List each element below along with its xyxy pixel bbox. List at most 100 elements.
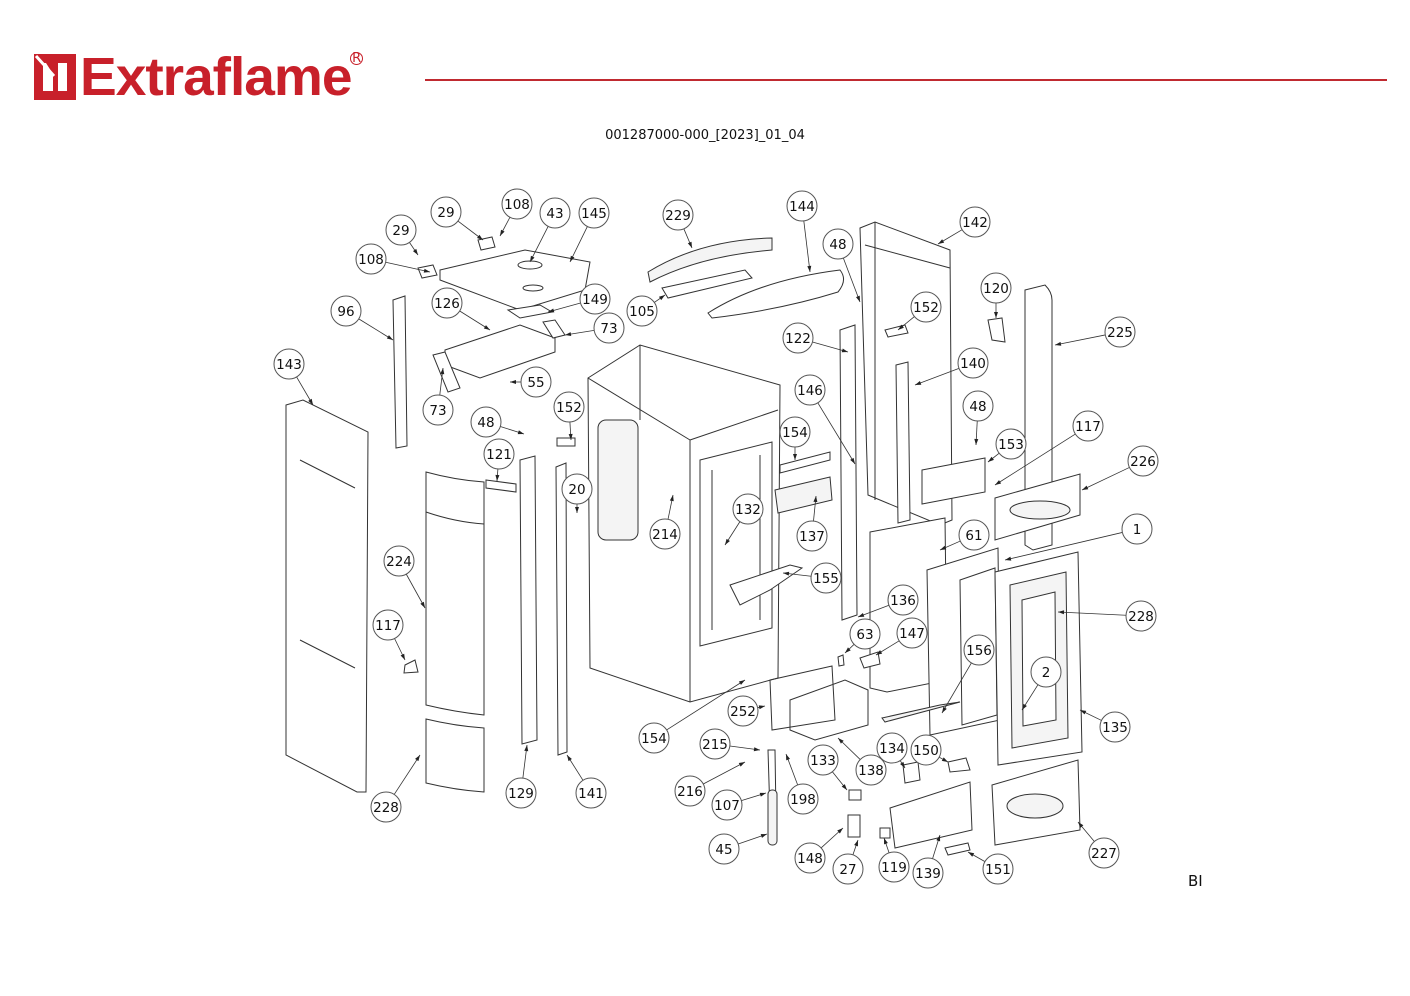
- arrowhead-icon: [968, 852, 975, 857]
- callout-135: 135: [1079, 709, 1131, 743]
- callout-circle: [370, 791, 402, 823]
- callout-circle: [1121, 513, 1153, 545]
- leader-line: [529, 226, 549, 263]
- callout-29: 29: [430, 196, 484, 241]
- callout-circle: [431, 287, 463, 319]
- arrowhead-icon: [841, 348, 848, 353]
- callout-circle: [520, 366, 552, 398]
- callout-circle: [963, 634, 995, 666]
- arrowhead-icon: [837, 828, 843, 834]
- header-rule: [425, 79, 1387, 81]
- callout-label: 148: [797, 851, 823, 867]
- arrowhead-icon: [974, 438, 979, 445]
- callout-216: 216: [674, 761, 746, 807]
- callout-label: 140: [960, 356, 986, 372]
- callout-96: 96: [330, 295, 394, 341]
- callout-154: 154: [779, 416, 811, 460]
- arrowhead-icon: [738, 680, 745, 685]
- callout-circle: [787, 783, 819, 815]
- callout-circle: [779, 416, 811, 448]
- callout-circle: [1125, 600, 1157, 632]
- leader-line: [1081, 467, 1130, 491]
- callout-circle: [958, 519, 990, 551]
- callout-label: 153: [998, 437, 1024, 453]
- arrowhead-icon: [530, 255, 535, 262]
- callout-label: 61: [965, 528, 982, 544]
- leader-line: [1004, 532, 1123, 561]
- callout-circle: [1088, 837, 1120, 869]
- callout-label: 145: [581, 206, 607, 222]
- callout-circle: [505, 777, 537, 809]
- callout-label: 29: [392, 223, 409, 239]
- callout-circle: [887, 584, 919, 616]
- callout-label: 108: [358, 252, 384, 268]
- arrowhead-icon: [400, 653, 405, 660]
- callout-circle: [849, 618, 881, 650]
- callout-134: 134: [876, 732, 908, 769]
- leader-line: [703, 761, 746, 785]
- callout-215: 215: [699, 728, 761, 760]
- arrowhead-icon: [517, 430, 524, 435]
- callout-48c: 48: [962, 390, 994, 446]
- callout-152b: 152: [897, 291, 942, 331]
- arrowhead-icon: [858, 613, 865, 617]
- callout-label: 228: [1128, 609, 1154, 625]
- callout-label: 73: [429, 403, 446, 419]
- callout-label: 198: [790, 792, 816, 808]
- arrowhead-icon: [423, 268, 430, 273]
- callout-circle: [912, 857, 944, 889]
- callout-circle: [1127, 445, 1159, 477]
- leader-line: [914, 367, 960, 386]
- callout-label: 129: [508, 786, 534, 802]
- callout-label: 122: [785, 331, 811, 347]
- callout-146: 146: [794, 374, 856, 465]
- callout-circle: [273, 348, 305, 380]
- callout-129: 129: [505, 744, 537, 809]
- callout-122: 122: [782, 322, 849, 354]
- callout-circle: [810, 562, 842, 594]
- callout-155: 155: [782, 562, 842, 594]
- callout-141: 141: [566, 754, 607, 809]
- callout-label: 1: [1133, 522, 1142, 538]
- callout-circle: [822, 228, 854, 260]
- callout-228b: 228: [1057, 600, 1157, 632]
- callout-label: 132: [735, 502, 761, 518]
- callout-label: 252: [730, 704, 756, 720]
- arrowhead-icon: [420, 601, 425, 608]
- callout-circle: [786, 190, 818, 222]
- callout-45: 45: [708, 833, 768, 865]
- callout-label: 2: [1042, 665, 1051, 681]
- callout-126: 126: [431, 287, 491, 331]
- callout-circle: [982, 853, 1014, 885]
- callout-circle: [470, 406, 502, 438]
- arrowhead-icon: [783, 571, 790, 576]
- callout-label: 134: [879, 741, 905, 757]
- callout-2: 2: [1021, 656, 1062, 711]
- callout-148: 148: [794, 827, 844, 874]
- callout-circle: [626, 295, 658, 327]
- callout-61: 61: [939, 519, 990, 551]
- callout-label: 119: [881, 860, 907, 876]
- callout-224: 224: [383, 545, 426, 609]
- leader-line: [1057, 611, 1127, 616]
- callout-label: 152: [913, 300, 939, 316]
- callout-label: 147: [899, 626, 925, 642]
- callout-143: 143: [273, 348, 314, 406]
- callout-label: 154: [782, 425, 808, 441]
- callout-circle: [708, 833, 740, 865]
- sheet-code: BI: [1188, 872, 1203, 890]
- callout-label: 229: [665, 208, 691, 224]
- callout-73: 73: [564, 312, 625, 344]
- callout-139: 139: [912, 834, 944, 889]
- callout-105: 105: [626, 294, 666, 327]
- arrowhead-icon: [1022, 703, 1027, 710]
- callout-circle: [727, 695, 759, 727]
- callout-43: 43: [529, 197, 571, 263]
- callout-20: 20: [561, 473, 593, 513]
- arrowhead-icon: [1058, 610, 1065, 615]
- callout-label: 29: [437, 205, 454, 221]
- callout-circle: [330, 295, 362, 327]
- callout-label: 43: [546, 206, 563, 222]
